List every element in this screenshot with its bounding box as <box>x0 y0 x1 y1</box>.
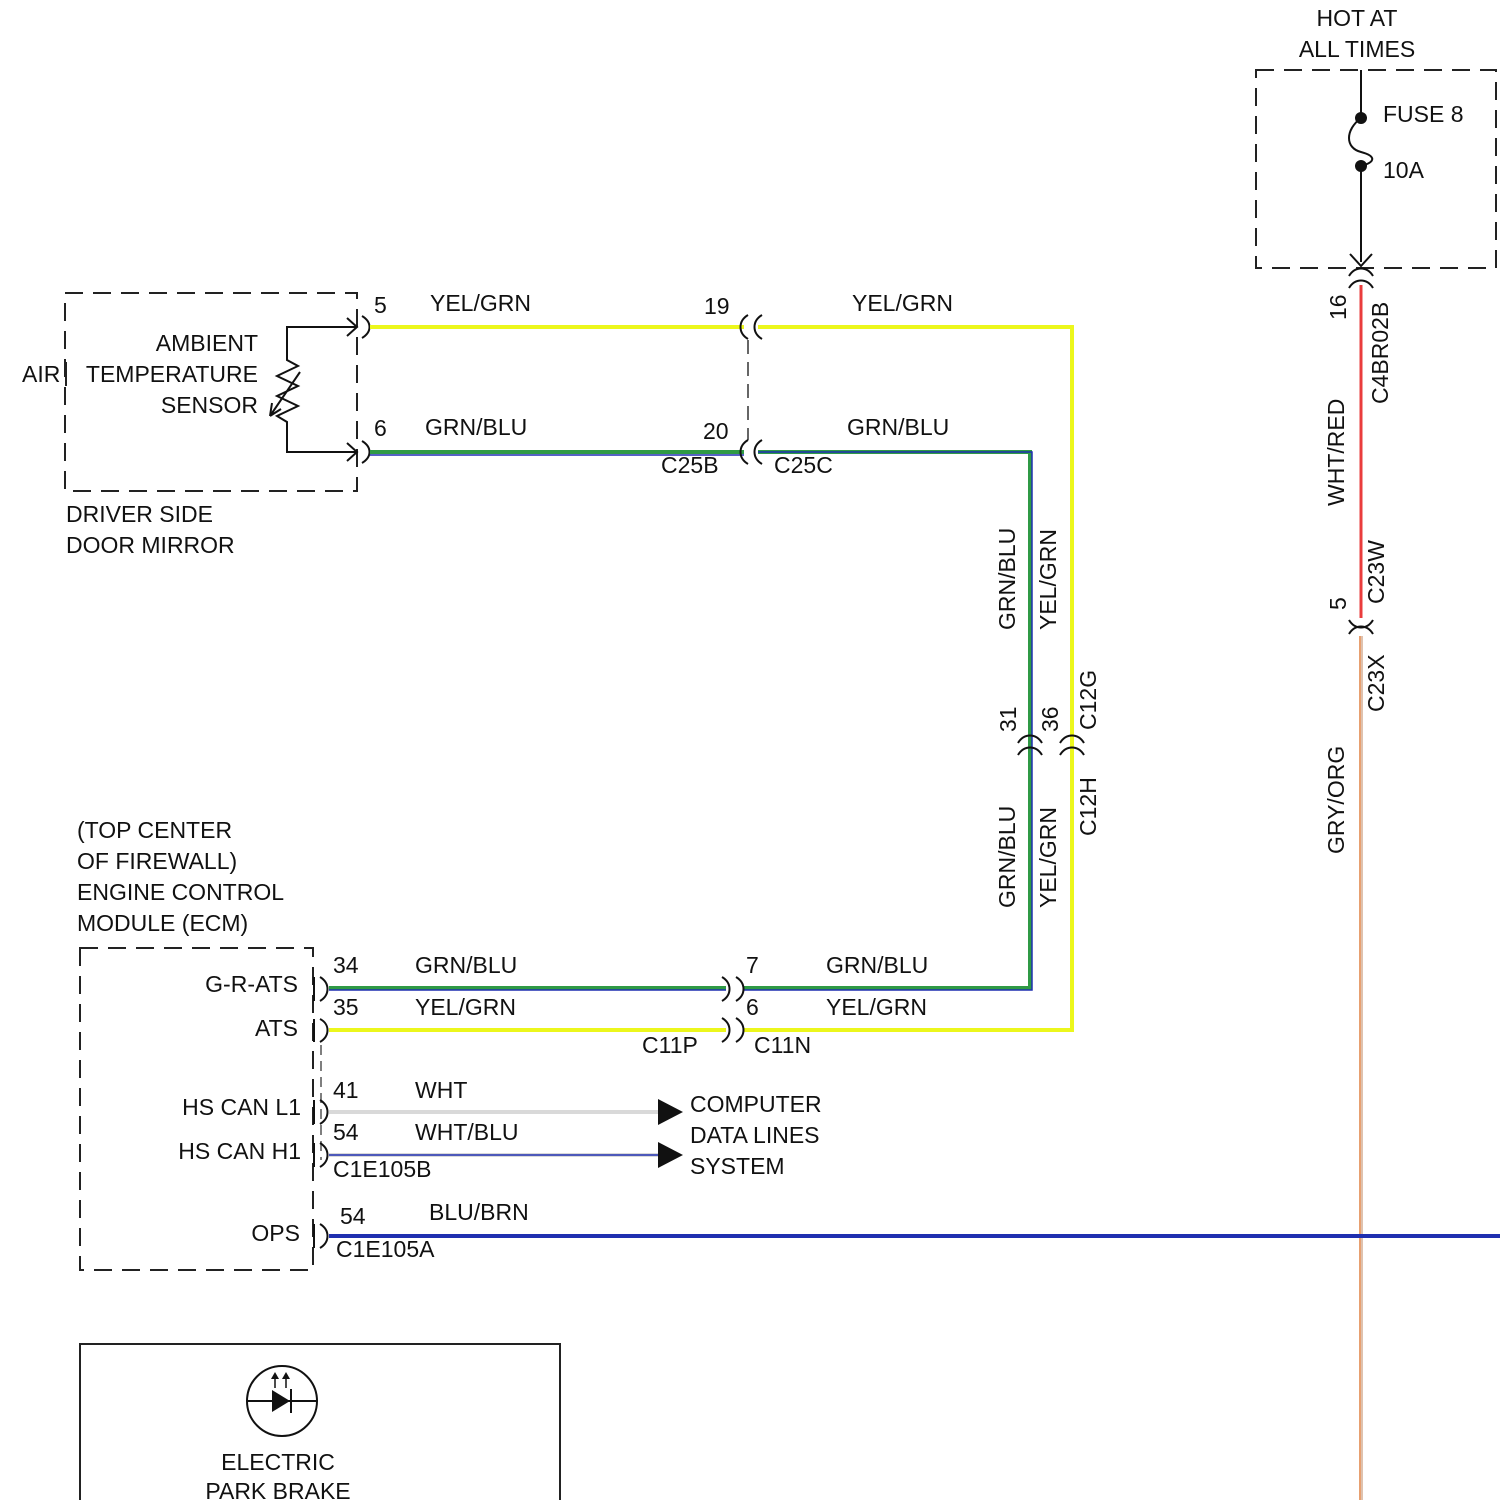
c11n-label: C11N <box>754 1032 811 1058</box>
ecm-signal-ats: ATS <box>255 1015 298 1041</box>
sensor-pin-6-label: 6 <box>374 415 387 441</box>
fuse-box <box>1256 70 1496 268</box>
grn-blu-label-4: GRN/BLU <box>994 806 1020 908</box>
ecm-pin-54-label: 54 <box>333 1119 359 1145</box>
yel-grn-label-4: YEL/GRN <box>1035 807 1061 908</box>
ecm-name-line1: ENGINE CONTROL <box>77 879 284 905</box>
sensor-location-line1: DRIVER SIDE <box>66 501 213 527</box>
epb-box <box>80 1344 560 1500</box>
c12g-label: C12G <box>1075 670 1101 730</box>
ecm-pin-54a-label: 54 <box>340 1203 366 1229</box>
grn-blu-label-5: GRN/BLU <box>415 952 517 978</box>
power-section: HOT AT ALL TIMES FUSE 8 10A <box>1256 5 1496 268</box>
power-feed-circuit: 16 C4BR02B WHT/RED C23W 5 C23X GRY/ORG <box>1323 269 1393 1501</box>
all-times-label: ALL TIMES <box>1299 36 1415 62</box>
c11p-label: C11P <box>642 1032 698 1058</box>
ecm-location-line2: OF FIREWALL) <box>77 848 237 874</box>
yel-grn-label-6: YEL/GRN <box>826 994 927 1020</box>
c12-pin-31-label: 31 <box>995 706 1021 732</box>
c4br02b-label: C4BR02B <box>1367 302 1393 404</box>
ecm-terminal-35 <box>314 1019 328 1042</box>
yel-grn-circuit: YEL/GRN YEL/GRN YEL/GRN YEL/GRN YEL/GRN … <box>329 290 1072 1030</box>
fuse-name: FUSE 8 <box>1383 101 1464 127</box>
ecm-signal-ops: OPS <box>251 1220 300 1246</box>
ecm-location-line1: (TOP CENTER <box>77 817 232 843</box>
fuse-icon <box>1349 118 1372 166</box>
wht-red-label: WHT/RED <box>1323 399 1349 506</box>
epb-name-line2: PARK BRAKE <box>205 1478 350 1500</box>
hot-at-label: HOT AT <box>1317 5 1398 31</box>
sensor-location-line2: DOOR MIRROR <box>66 532 235 558</box>
ecm-pin-41-label: 41 <box>333 1077 359 1103</box>
computer-data-lines-line1: COMPUTER <box>690 1091 822 1117</box>
sensor-name-line2b: TEMPERATURE <box>86 361 258 387</box>
led-diode-icon <box>247 1372 317 1413</box>
ops-circuit: BLU/BRN <box>329 1199 1500 1236</box>
thermistor-arrow-icon <box>270 372 300 416</box>
gry-org-label: GRY/ORG <box>1323 746 1349 854</box>
engine-control-module: (TOP CENTER OF FIREWALL) ENGINE CONTROL … <box>77 817 435 1270</box>
ecm-terminal-54a <box>314 1224 328 1248</box>
epb-name-line1: ELECTRIC <box>221 1449 335 1475</box>
c23-pin-5-label: 5 <box>1325 597 1351 610</box>
ecm-pin-34-label: 34 <box>333 952 359 978</box>
electric-park-brake: ELECTRIC PARK BRAKE <box>80 1344 560 1500</box>
grn-blu-circuit: GRN/BLU GRN/BLU GRN/BLU GRN/BLU GRN/BLU … <box>329 414 1032 990</box>
wht-blu-label: WHT/BLU <box>415 1119 519 1145</box>
ecm-connector-b-label: C1E105B <box>333 1156 431 1182</box>
ecm-signal-g-r-ats: G-R-ATS <box>205 971 298 997</box>
wht-label: WHT <box>415 1077 467 1103</box>
grn-blu-label-6: GRN/BLU <box>826 952 928 978</box>
ecm-pin-35-label: 35 <box>333 994 359 1020</box>
computer-data-lines-line2: DATA LINES <box>690 1122 820 1148</box>
can-h1-arrow-icon <box>658 1142 683 1168</box>
c25-pin-20-label: 20 <box>703 418 729 444</box>
c23-symbol <box>1349 620 1373 634</box>
computer-data-lines-line3: SYSTEM <box>690 1153 785 1179</box>
c12h-label: C12H <box>1075 777 1101 836</box>
c4-pin-16-label: 16 <box>1325 294 1351 320</box>
blu-brn-label: BLU/BRN <box>429 1199 529 1225</box>
grn-blu-wire-c25-to-c11-trace <box>744 452 1032 990</box>
c23w-label: C23W <box>1363 540 1389 604</box>
grn-blu-label-1: GRN/BLU <box>425 414 527 440</box>
grn-blu-label-2: GRN/BLU <box>847 414 949 440</box>
c25b-label: C25B <box>661 452 719 478</box>
c12-pin-36-label: 36 <box>1037 706 1063 732</box>
ecm-name-line2: MODULE (ECM) <box>77 910 248 936</box>
yel-grn-label-2: YEL/GRN <box>852 290 953 316</box>
yel-grn-label-1: YEL/GRN <box>430 290 531 316</box>
yel-grn-label-5: YEL/GRN <box>415 994 516 1020</box>
sensor-pin-5-label: 5 <box>374 292 387 318</box>
fuse-rating: 10A <box>1383 157 1425 183</box>
grn-blu-label-3: GRN/BLU <box>994 528 1020 630</box>
ecm-connector-a-label: C1E105A <box>336 1236 435 1262</box>
yel-grn-label-3: YEL/GRN <box>1035 529 1061 630</box>
ecm-signal-hs-can-l1: HS CAN L1 <box>182 1094 301 1120</box>
c11-pin-7-label: 7 <box>746 952 759 978</box>
c25-pin-19-label: 19 <box>704 293 730 319</box>
c11-pin-6-label: 6 <box>746 994 759 1020</box>
can-l1-arrow-icon <box>658 1099 683 1125</box>
sensor-name-line3: SENSOR <box>161 392 258 418</box>
ambient-air-temp-sensor: AMBIENT AIR TEMPERATURE SENSOR DRIVER SI… <box>22 292 387 558</box>
sensor-name-line1: AMBIENT <box>156 330 258 356</box>
c23x-label: C23X <box>1363 654 1389 712</box>
ecm-signal-hs-can-h1: HS CAN H1 <box>178 1138 301 1164</box>
c25c-label: C25C <box>774 452 833 478</box>
connector-c11: 7 6 C11P C11N <box>642 952 811 1058</box>
sensor-name-line2a: AIR <box>22 361 60 387</box>
ecm-terminal-34 <box>314 977 328 1001</box>
grn-blu-wire-c25-to-c11 <box>744 452 1030 988</box>
